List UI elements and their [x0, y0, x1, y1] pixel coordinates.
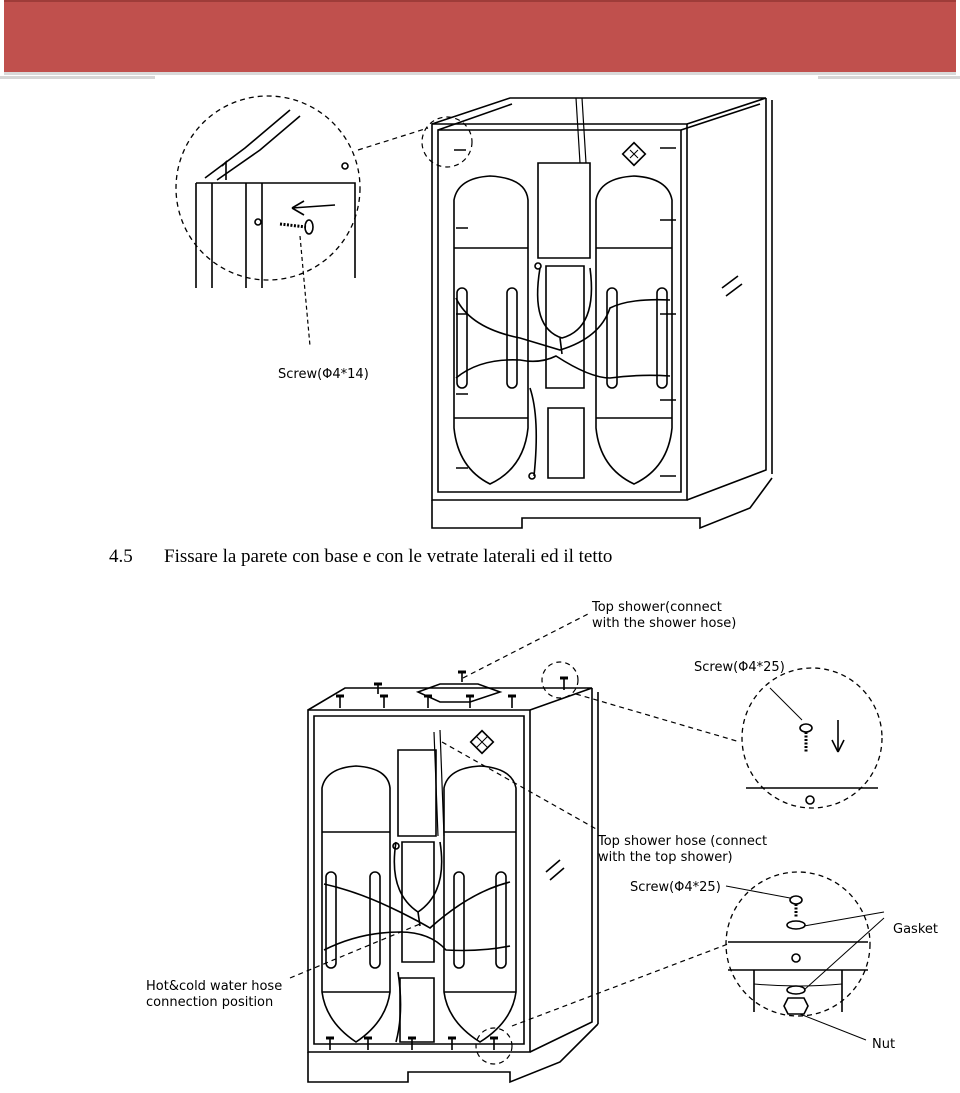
header-rule-right — [818, 76, 960, 79]
screw-icon-bottom — [789, 895, 803, 918]
figure-base-roof-install: Top shower(connect with the shower hose)… — [146, 600, 938, 1084]
section-number: 4.5 — [109, 546, 133, 567]
water-hose-label-2: connection position — [146, 995, 273, 1010]
top-shower-hose-label-2: with the top shower) — [598, 850, 733, 865]
section-title: Fissare la parete con base e con le vetr… — [164, 546, 613, 567]
page-header-bar — [4, 0, 956, 75]
figure-wall-screw-install: Screw(Φ4*14) — [175, 95, 773, 530]
nut-label: Nut — [872, 1037, 895, 1052]
gasket-bottom-icon — [786, 985, 806, 995]
top-shower-label-1: Top shower(connect — [591, 600, 722, 615]
detail-circle-roof-screw — [741, 667, 883, 809]
detail-wall-corner — [195, 109, 356, 288]
water-hose-label-1: Hot&cold water hose — [146, 979, 282, 994]
roof-screws — [336, 670, 568, 708]
top-shower-label-2: with the shower hose) — [592, 616, 736, 631]
shower-cabin-drawing-2 — [307, 683, 599, 1084]
top-shower-hose-label-1: Top shower hose (connect — [597, 834, 767, 849]
detail-circle-wall-screw — [175, 95, 361, 281]
screw-top-label: Screw(Φ4*25) — [694, 660, 785, 675]
shower-cabin-drawing — [431, 97, 773, 530]
screw-bottom-label: Screw(Φ4*25) — [630, 880, 721, 895]
screw-icon — [279, 219, 314, 235]
arrow-left-icon — [291, 200, 336, 216]
nut-icon — [783, 997, 809, 1015]
arrow-down-icon — [831, 720, 845, 753]
base-screws — [326, 1036, 498, 1050]
screw-icon-top — [799, 723, 813, 752]
gasket-top-icon — [786, 920, 806, 930]
gasket-label: Gasket — [893, 922, 938, 937]
detail-circle-base-screw — [725, 871, 871, 1017]
screw-label-phi4x14: Screw(Φ4*14) — [278, 367, 369, 382]
header-rule-left — [0, 76, 155, 79]
